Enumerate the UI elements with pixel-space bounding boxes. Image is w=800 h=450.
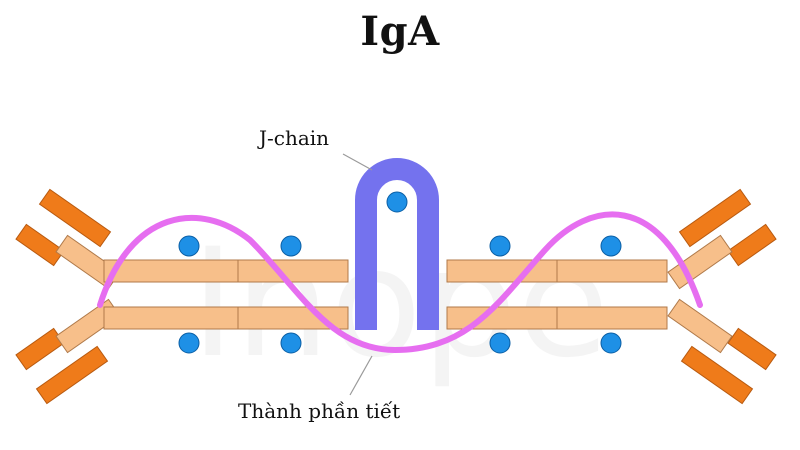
disulfide-dot-right-bottom-2	[600, 332, 622, 354]
disulfide-dot-left-top-1	[178, 235, 200, 257]
heavy-chain-right-bottom-ch2	[556, 306, 668, 330]
light-chain-right-bottom-inner	[727, 327, 777, 371]
light-chain-left-bottom-inner	[15, 327, 65, 371]
disulfide-dot-left-bottom-1	[178, 332, 200, 354]
disulfide-dot-left-bottom-2	[280, 332, 302, 354]
disulfide-dot-left-top-2	[280, 235, 302, 257]
j-chain-label: J-chain	[257, 126, 329, 150]
secretory-component-label: Thành phần tiết	[238, 399, 400, 423]
diagram-title: IgA	[360, 8, 440, 55]
heavy-chain-left-top-ch3	[237, 259, 349, 283]
disulfide-bonds	[178, 191, 622, 354]
j-chain-leader-line	[342, 153, 373, 171]
disulfide-dot-right-top-2	[600, 235, 622, 257]
j-chain	[355, 158, 439, 330]
light-chain-right-top-outer	[678, 188, 752, 248]
secretory-component-leader-line	[349, 355, 373, 396]
heavy-chain-right-top-ch3	[446, 259, 558, 283]
light-chain-right-bottom-outer	[680, 345, 754, 405]
watermark-text: Inope	[191, 217, 610, 391]
disulfide-dot-right-top-1	[489, 235, 511, 257]
heavy-chain-right-top-arm	[667, 234, 733, 290]
heavy-chain-left-bottom-ch2	[103, 306, 239, 330]
heavy-chain-left-top-ch2	[103, 259, 239, 283]
right-light-chains	[678, 188, 777, 405]
left-light-chains	[15, 188, 112, 405]
heavy-chain-right-top-ch2	[556, 259, 668, 283]
light-chain-left-top-inner	[15, 223, 65, 267]
secretory-component-chain	[97, 211, 703, 354]
disulfide-dot-right-bottom-1	[489, 332, 511, 354]
light-chain-left-bottom-outer	[35, 345, 109, 405]
heavy-chain-right-bottom-ch3	[446, 306, 558, 330]
heavy-chains	[55, 234, 733, 354]
light-chain-left-top-outer	[38, 188, 112, 248]
disulfide-dot-jchain	[386, 191, 408, 213]
light-chain-right-top-inner	[727, 223, 777, 267]
heavy-chain-right-bottom-arm	[667, 298, 733, 354]
heavy-chain-left-bottom-ch3	[237, 306, 349, 330]
